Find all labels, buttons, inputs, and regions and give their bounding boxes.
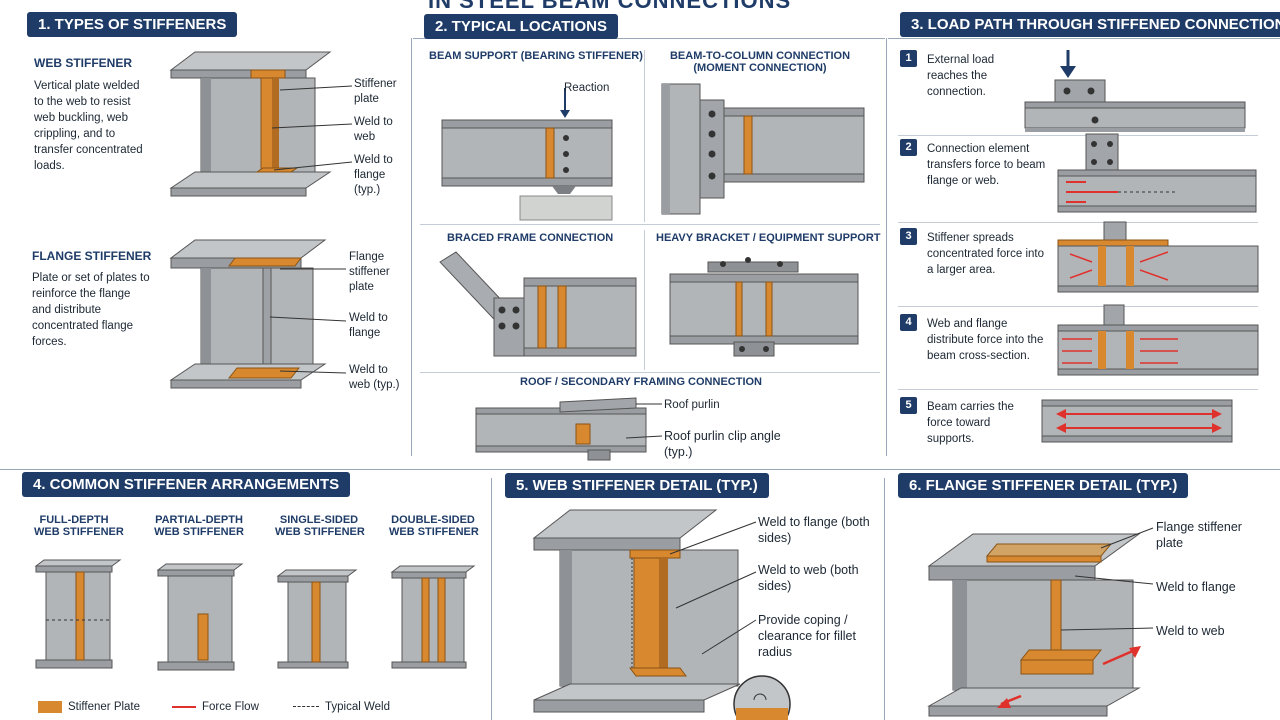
divider bbox=[884, 478, 885, 720]
step-text: Stiffener spreads concentrated force int… bbox=[927, 232, 1044, 276]
flange-stiffener-leaders bbox=[269, 268, 347, 374]
location-title-moment-connection: BEAM-TO-COLUMN CONNECTION (MOMENT CONNEC… bbox=[669, 50, 851, 74]
flange-stiffener-title: FLANGE STIFFENER bbox=[32, 249, 152, 263]
label-roof-purlin: Roof purlin bbox=[664, 399, 720, 411]
step-text: Web and flange distribute force into the… bbox=[927, 318, 1044, 362]
label-weld-to-flange-3: Weld to flange bbox=[1156, 580, 1236, 594]
label-stiffener-plate: Stiffener plate bbox=[354, 78, 397, 105]
divider bbox=[0, 469, 1280, 470]
flange-stiffener-desc: Plate or set of plates to reinforce the … bbox=[32, 272, 150, 348]
step-text: Beam carries the force toward supports. bbox=[927, 401, 1014, 445]
label-flange-stiffener-plate-2: Flange stiffener plate bbox=[1156, 520, 1242, 550]
divider bbox=[644, 230, 645, 370]
section-header-locations: 2. TYPICAL LOCATIONS bbox=[424, 14, 618, 39]
divider bbox=[898, 135, 1258, 136]
label-weld-to-flange-2: Weld to flange bbox=[349, 312, 388, 339]
moment-connection-illustration bbox=[661, 83, 865, 215]
step-number: 2 bbox=[900, 139, 917, 156]
divider bbox=[420, 224, 880, 225]
flange-stiffener-illustration bbox=[169, 239, 327, 389]
label-weld-to-web-3: Weld to web bbox=[1156, 624, 1225, 638]
section-header-types: 1. TYPES OF STIFFENERS bbox=[27, 12, 238, 37]
legend-weld-label: Typical Weld bbox=[325, 701, 390, 713]
divider bbox=[413, 38, 885, 39]
load-step-1-illustration bbox=[1024, 50, 1246, 132]
section-header-web-detail: 5. WEB STIFFENER DETAIL (TYP.) bbox=[505, 473, 769, 498]
single-sided-illustration bbox=[276, 569, 358, 669]
section-header-flange-detail: 6. FLANGE STIFFENER DETAIL (TYP.) bbox=[898, 473, 1189, 498]
divider bbox=[886, 38, 887, 456]
web-detail-illustration bbox=[532, 509, 791, 720]
label-weld-to-web: Weld to web bbox=[354, 116, 393, 143]
legend-stiffener-swatch bbox=[38, 701, 62, 713]
partial-depth-illustration bbox=[156, 563, 244, 671]
label-weld-to-flange-both: Weld to flange (both sides) bbox=[758, 515, 870, 545]
step-number: 4 bbox=[900, 314, 917, 331]
step-number: 5 bbox=[900, 397, 917, 414]
divider bbox=[888, 38, 1280, 39]
location-title-braced-frame: BRACED FRAME CONNECTION bbox=[447, 232, 614, 244]
legend-weld-swatch bbox=[293, 706, 319, 707]
load-step-3-illustration bbox=[1057, 221, 1259, 293]
braced-frame-illustration bbox=[439, 251, 637, 357]
location-title-beam-support: BEAM SUPPORT (BEARING STIFFENER) bbox=[429, 50, 643, 62]
legend-force-label: Force Flow bbox=[202, 701, 259, 713]
label-weld-to-web-2: Weld to web (typ.) bbox=[349, 364, 400, 391]
roof-framing-illustration bbox=[475, 397, 663, 461]
divider bbox=[411, 38, 412, 456]
label-flange-stiffener-plate: Flange stiffener plate bbox=[349, 251, 390, 293]
load-step-4-illustration bbox=[1057, 304, 1259, 376]
divider bbox=[420, 372, 880, 373]
label-reaction: Reaction bbox=[564, 82, 610, 94]
page-title: IN STEEL BEAM CONNECTIONS bbox=[428, 0, 792, 13]
label-weld-to-web-both: Weld to web (both sides) bbox=[758, 563, 859, 593]
step-number: 1 bbox=[900, 50, 917, 67]
divider bbox=[898, 389, 1258, 390]
full-depth-illustration bbox=[34, 559, 122, 669]
step-text: Connection element transfers force to be… bbox=[927, 143, 1046, 187]
legend-force-swatch bbox=[172, 706, 196, 708]
section-header-load-path: 3. LOAD PATH THROUGH STIFFENED CONNECTIO… bbox=[900, 12, 1280, 37]
flange-detail-illustration bbox=[927, 527, 1154, 717]
location-title-roof-framing: ROOF / SECONDARY FRAMING CONNECTION bbox=[520, 376, 763, 388]
load-step-5-illustration bbox=[1041, 399, 1233, 443]
legend-stiffener-label: Stiffener Plate bbox=[68, 701, 141, 713]
web-stiffener-illustration bbox=[169, 51, 332, 197]
web-stiffener-desc: Vertical plate welded to the web to resi… bbox=[34, 80, 143, 172]
location-title-heavy-bracket: HEAVY BRACKET / EQUIPMENT SUPPORT bbox=[656, 232, 881, 244]
label-provide-coping: Provide coping / clearance for fillet ra… bbox=[758, 613, 856, 659]
section-header-arrangements: 4. COMMON STIFFENER ARRANGEMENTS bbox=[22, 472, 351, 497]
divider bbox=[898, 306, 1258, 307]
divider bbox=[644, 50, 645, 222]
step-number: 3 bbox=[900, 228, 917, 245]
double-sided-illustration bbox=[390, 565, 476, 669]
web-stiffener-title: WEB STIFFENER bbox=[34, 56, 132, 70]
beam-support-illustration bbox=[441, 88, 613, 221]
divider bbox=[491, 478, 492, 720]
load-step-2-illustration bbox=[1057, 133, 1257, 213]
heavy-bracket-illustration bbox=[669, 257, 859, 357]
label-weld-to-flange: Weld to flange (typ.) bbox=[354, 154, 393, 196]
web-stiffener-leaders bbox=[271, 85, 353, 171]
step-text: External load reaches the connection. bbox=[927, 54, 995, 98]
divider bbox=[898, 222, 1258, 223]
label-roof-purlin-clip: Roof purlin clip angle (typ.) bbox=[664, 429, 781, 459]
